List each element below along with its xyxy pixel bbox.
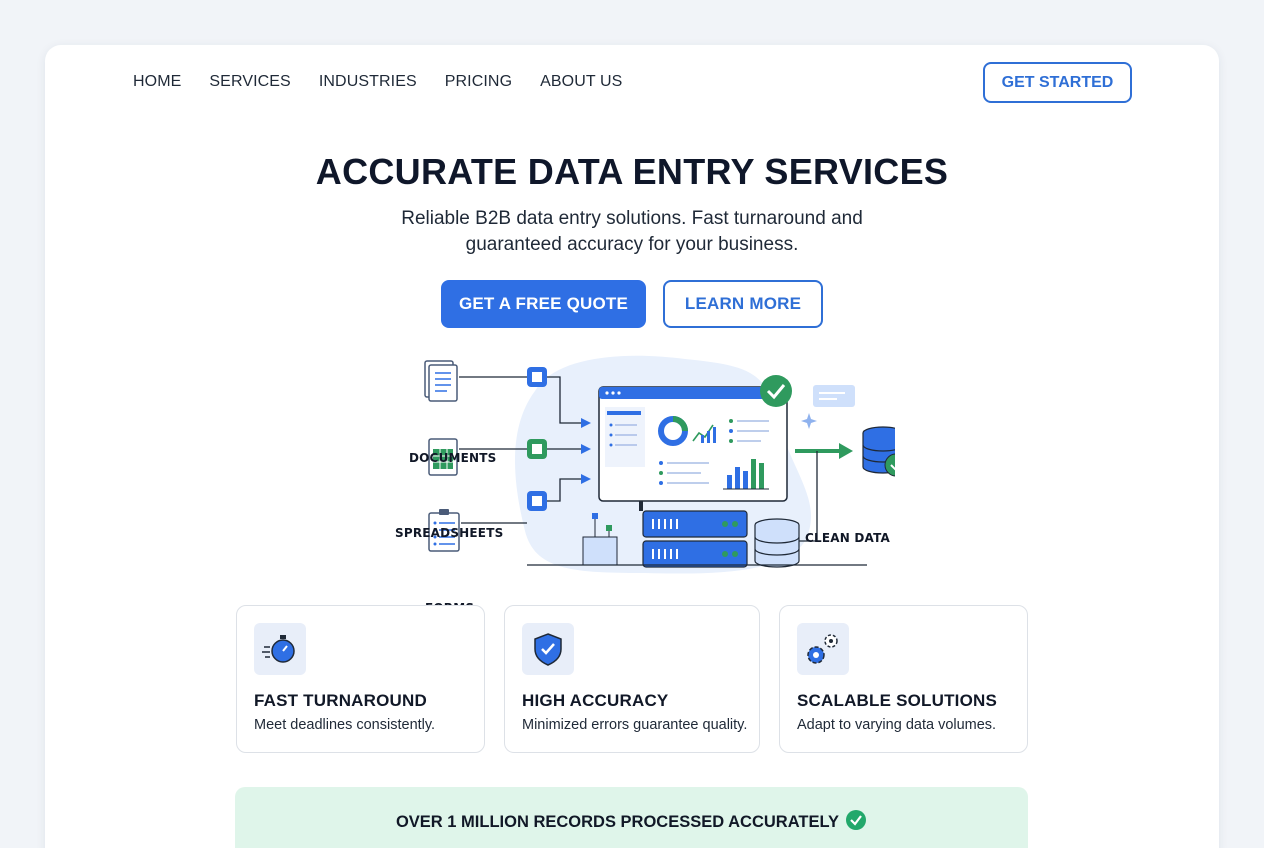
feature-title: SCALABLE SOLUTIONS [797, 691, 998, 710]
spreadsheet-icon [428, 438, 458, 476]
sparkle-icon [801, 413, 817, 429]
get-started-button[interactable]: GET STARTED [983, 62, 1132, 103]
dashboard-monitor [598, 386, 788, 502]
records-banner: OVER 1 MILLION RECORDS PROCESSED ACCURAT… [235, 787, 1028, 848]
folder-icon [582, 513, 618, 566]
forms-clipboard-icon [428, 509, 460, 552]
page-title: ACCURATE DATA ENTRY SERVICES [315, 151, 949, 192]
feature-card-fast-turnaround: FAST TURNAROUND Meet deadlines consisten… [236, 605, 485, 753]
server-rack-icon [639, 501, 748, 568]
feature-title: FAST TURNAROUND [254, 691, 427, 710]
nav-item-about-us[interactable]: ABOUT US [540, 73, 623, 90]
nav-item-industries[interactable]: INDUSTRIES [318, 73, 417, 90]
nav-item-home[interactable]: HOME [133, 73, 182, 90]
chat-bubble-icon [813, 385, 855, 407]
feature-title: HIGH ACCURACY [522, 691, 669, 710]
data-flow-illustration: DOCUMENTS SPREADSHEETS FORMS CLEAN DATA [385, 351, 908, 615]
banner-text: OVER 1 MILLION RECORDS PROCESSED ACCURAT… [395, 813, 840, 831]
check-circle-icon [845, 809, 867, 836]
page-card: HOME SERVICES INDUSTRIES PRICING ABOUT U… [45, 45, 1219, 848]
gears-icon [797, 623, 849, 675]
documents-icon [424, 360, 458, 402]
database-small-icon [754, 518, 800, 568]
feature-card-high-accuracy: HIGH ACCURACY Minimized errors guarantee… [504, 605, 760, 753]
main-nav: HOME SERVICES INDUSTRIES PRICING ABOUT U… [133, 72, 622, 92]
label-documents: DOCUMENTS [409, 451, 497, 465]
clean-data-database-icon [862, 426, 908, 477]
feature-description: Adapt to varying data volumes. [797, 717, 997, 733]
label-spreadsheets: SPREADSHEETS [395, 526, 504, 540]
feature-description: Minimized errors guarantee quality. [522, 717, 748, 733]
banner-content: OVER 1 MILLION RECORDS PROCESSED ACCURAT… [235, 809, 1028, 836]
shield-check-icon [522, 623, 574, 675]
learn-more-button[interactable]: LEARN MORE [663, 280, 823, 328]
feature-description: Meet deadlines consistently. [254, 717, 436, 733]
feature-card-scalable-solutions: SCALABLE SOLUTIONS Adapt to varying data… [779, 605, 1028, 753]
stopwatch-icon [254, 623, 306, 675]
nav-item-services[interactable]: SERVICES [209, 73, 291, 90]
free-quote-button[interactable]: GET A FREE QUOTE [441, 280, 646, 328]
check-badge-icon [760, 375, 792, 407]
hero-subtitle: Reliable B2B data entry solutions. Fast … [401, 208, 863, 255]
label-clean-data: CLEAN DATA [805, 531, 891, 545]
nav-item-pricing[interactable]: PRICING [444, 73, 513, 90]
data-flow-graphic [424, 355, 908, 574]
